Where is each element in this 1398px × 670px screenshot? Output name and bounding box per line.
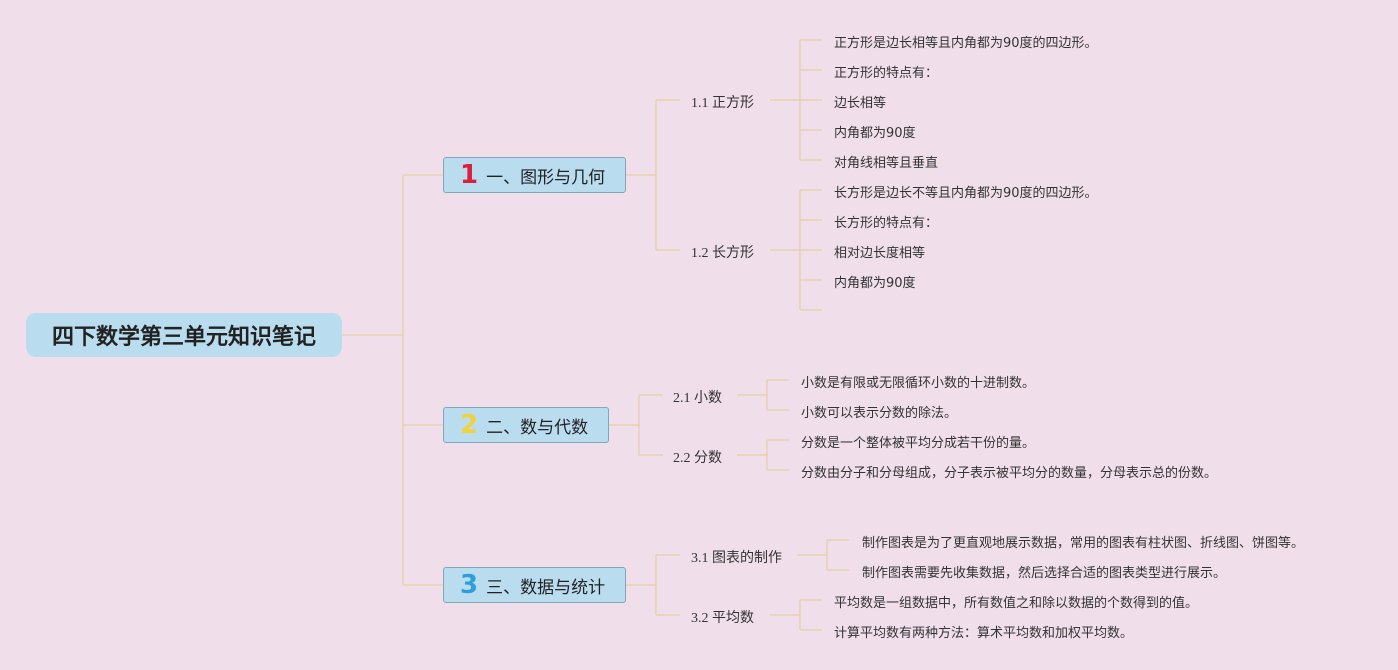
leaf-note: 相对边长度相等 (834, 246, 926, 261)
leaf-note: 小数是有限或无限循环小数的十进制数。 (801, 376, 1036, 391)
leaf-note: 制作图表是为了更直观地展示数据，常用的图表有柱状图、折线图、饼图等。 (862, 536, 1305, 551)
leaf-note: 制作图表需要先收集数据，然后选择合适的图表类型进行展示。 (862, 566, 1227, 581)
subtopic-node[interactable]: 3.1 图表的制作 (691, 551, 782, 566)
leaf-note: 长方形的特点有： (834, 216, 939, 231)
number-badge-3: 3 (460, 570, 479, 600)
subtopic-node[interactable]: 2.2 分数 (673, 451, 722, 466)
section-node-1[interactable]: 1 一、图形与几何 (443, 157, 626, 193)
subtopic-node[interactable]: 2.1 小数 (673, 391, 722, 406)
leaf-note: 边长相等 (834, 96, 887, 111)
leaf-note: 正方形的特点有： (834, 66, 939, 81)
root-node[interactable]: 四下数学第三单元知识笔记 (26, 313, 342, 357)
section-title: 三、数据与统计 (486, 577, 606, 598)
number-badge-1: 1 (460, 160, 479, 190)
section-node-3[interactable]: 3 三、数据与统计 (443, 567, 626, 603)
leaf-note: 小数可以表示分数的除法。 (801, 406, 958, 421)
leaf-note: 分数由分子和分母组成，分子表示被平均分的数量，分母表示总的份数。 (801, 466, 1218, 481)
subtopic-node[interactable]: 1.1 正方形 (691, 96, 754, 111)
root-title: 四下数学第三单元知识笔记 (51, 325, 316, 350)
number-badge-2: 2 (460, 410, 479, 440)
leaf-note: 对角线相等且垂直 (834, 156, 939, 171)
subtopic-node[interactable]: 3.2 平均数 (691, 611, 754, 626)
section-title: 二、数与代数 (486, 417, 589, 438)
section-title: 一、图形与几何 (486, 167, 606, 188)
leaf-note: 内角都为90度 (834, 126, 916, 141)
leaf-note: 分数是一个整体被平均分成若干份的量。 (801, 436, 1036, 451)
subtopic-node[interactable]: 1.2 长方形 (691, 246, 754, 261)
leaf-note: 计算平均数有两种方法：算术平均数和加权平均数。 (834, 626, 1134, 641)
section-node-2[interactable]: 2 二、数与代数 (443, 407, 609, 443)
leaf-note: 长方形是边长不等且内角都为90度的四边形。 (834, 186, 1098, 201)
leaf-note: 平均数是一组数据中，所有数值之和除以数据的个数得到的值。 (834, 596, 1199, 611)
leaf-note: 内角都为90度 (834, 276, 916, 291)
leaf-note: 正方形是边长相等且内角都为90度的四边形。 (834, 36, 1098, 51)
